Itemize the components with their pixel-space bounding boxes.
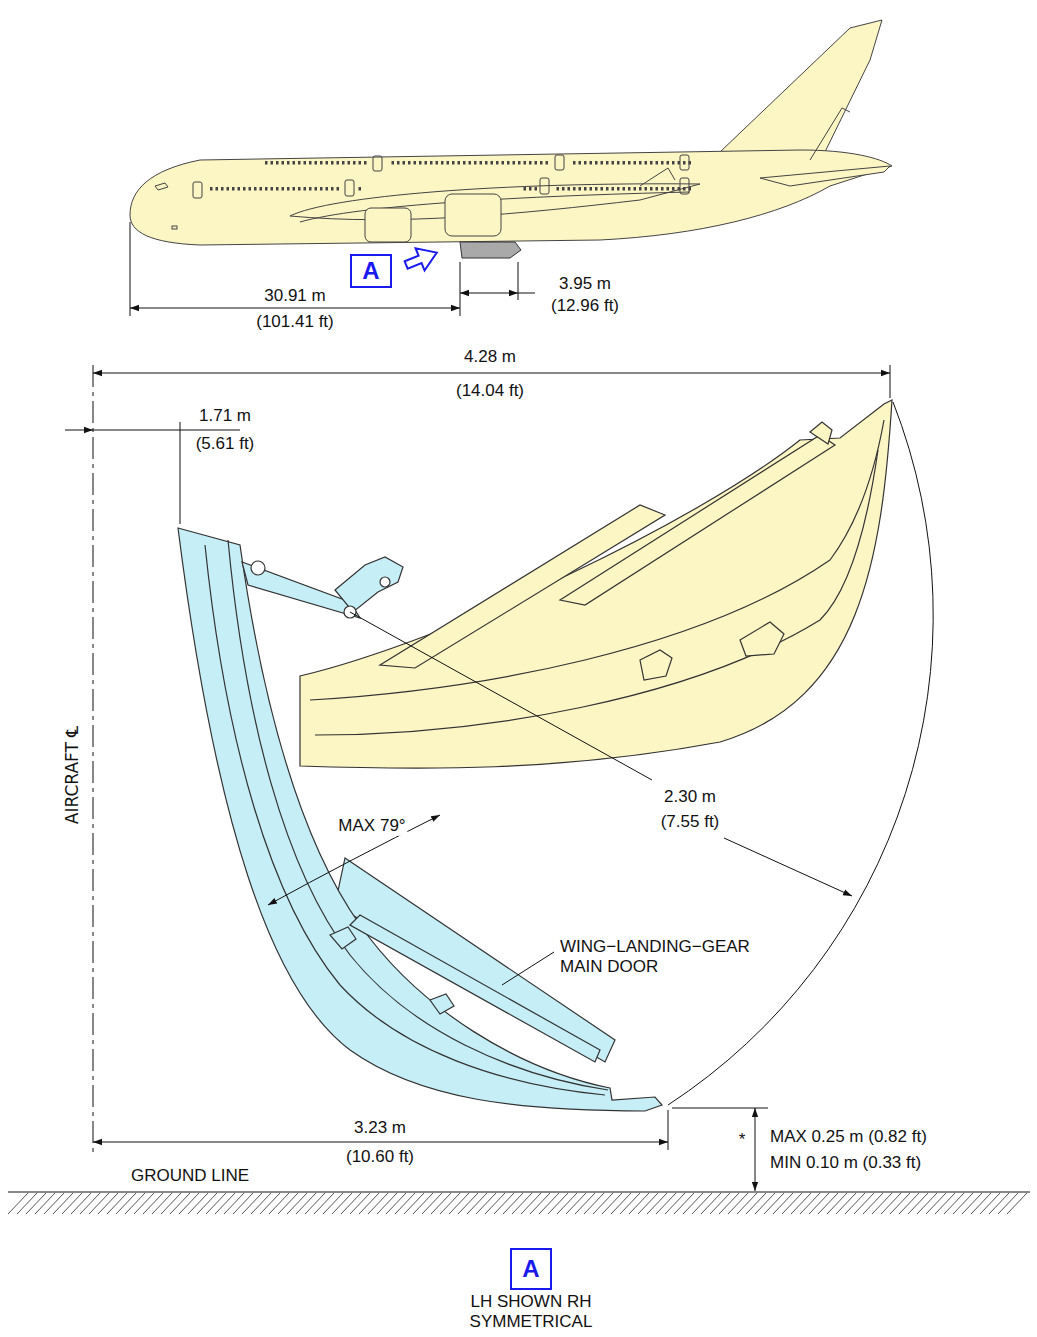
dimension-value: 3.95 m	[557, 274, 613, 294]
view-callout-box: A	[510, 1248, 552, 1290]
closed-door	[300, 400, 892, 768]
centerline-label: AIRCRAFT ℄	[62, 724, 82, 826]
dimension-value: 1.71 m	[197, 406, 253, 426]
ground-line	[8, 1191, 1030, 1192]
dimension-value: (5.61 ft)	[194, 434, 257, 454]
open-door	[178, 528, 662, 1111]
dimension-value: MAX 0.25 m (0.82 ft)	[768, 1127, 929, 1147]
note-marker: *	[737, 1130, 748, 1150]
dimension-value: 2.30 m	[662, 787, 718, 807]
dimension-value: 3.23 m	[352, 1118, 408, 1138]
hinge-fittings	[251, 561, 390, 618]
aircraft-side-view	[130, 20, 892, 245]
view-note: LH SHOWN RH SYMMETRICAL	[449, 1292, 613, 1333]
aircraft-doors	[172, 155, 689, 229]
door-location	[460, 242, 521, 258]
view-arrow	[402, 242, 442, 277]
dimension-value: MIN 0.10 m (0.33 ft)	[768, 1153, 923, 1173]
part-name: WING−LANDING−GEAR MAIN DOOR	[558, 937, 777, 978]
dimension-value: (10.60 ft)	[344, 1147, 416, 1167]
angle-value: MAX 79°	[336, 816, 407, 836]
view-letter: A	[522, 1257, 539, 1281]
ground-label: GROUND LINE	[129, 1166, 251, 1186]
dimension-value: (14.04 ft)	[454, 381, 526, 401]
dimension-value: (7.55 ft)	[659, 812, 722, 832]
view-callout-box: A	[350, 254, 392, 288]
dimension-value: 4.28 m	[462, 347, 518, 367]
ground-hatching	[8, 1193, 1027, 1214]
aircraft-centerline	[93, 365, 94, 1152]
dimension-value: (12.96 ft)	[549, 296, 621, 316]
view-letter: A	[362, 259, 379, 283]
swing-dimensions	[268, 402, 933, 1105]
dimension-value: 30.91 m	[262, 286, 327, 306]
dimension-value: (101.41 ft)	[254, 312, 336, 332]
cabin-windows	[210, 161, 691, 191]
